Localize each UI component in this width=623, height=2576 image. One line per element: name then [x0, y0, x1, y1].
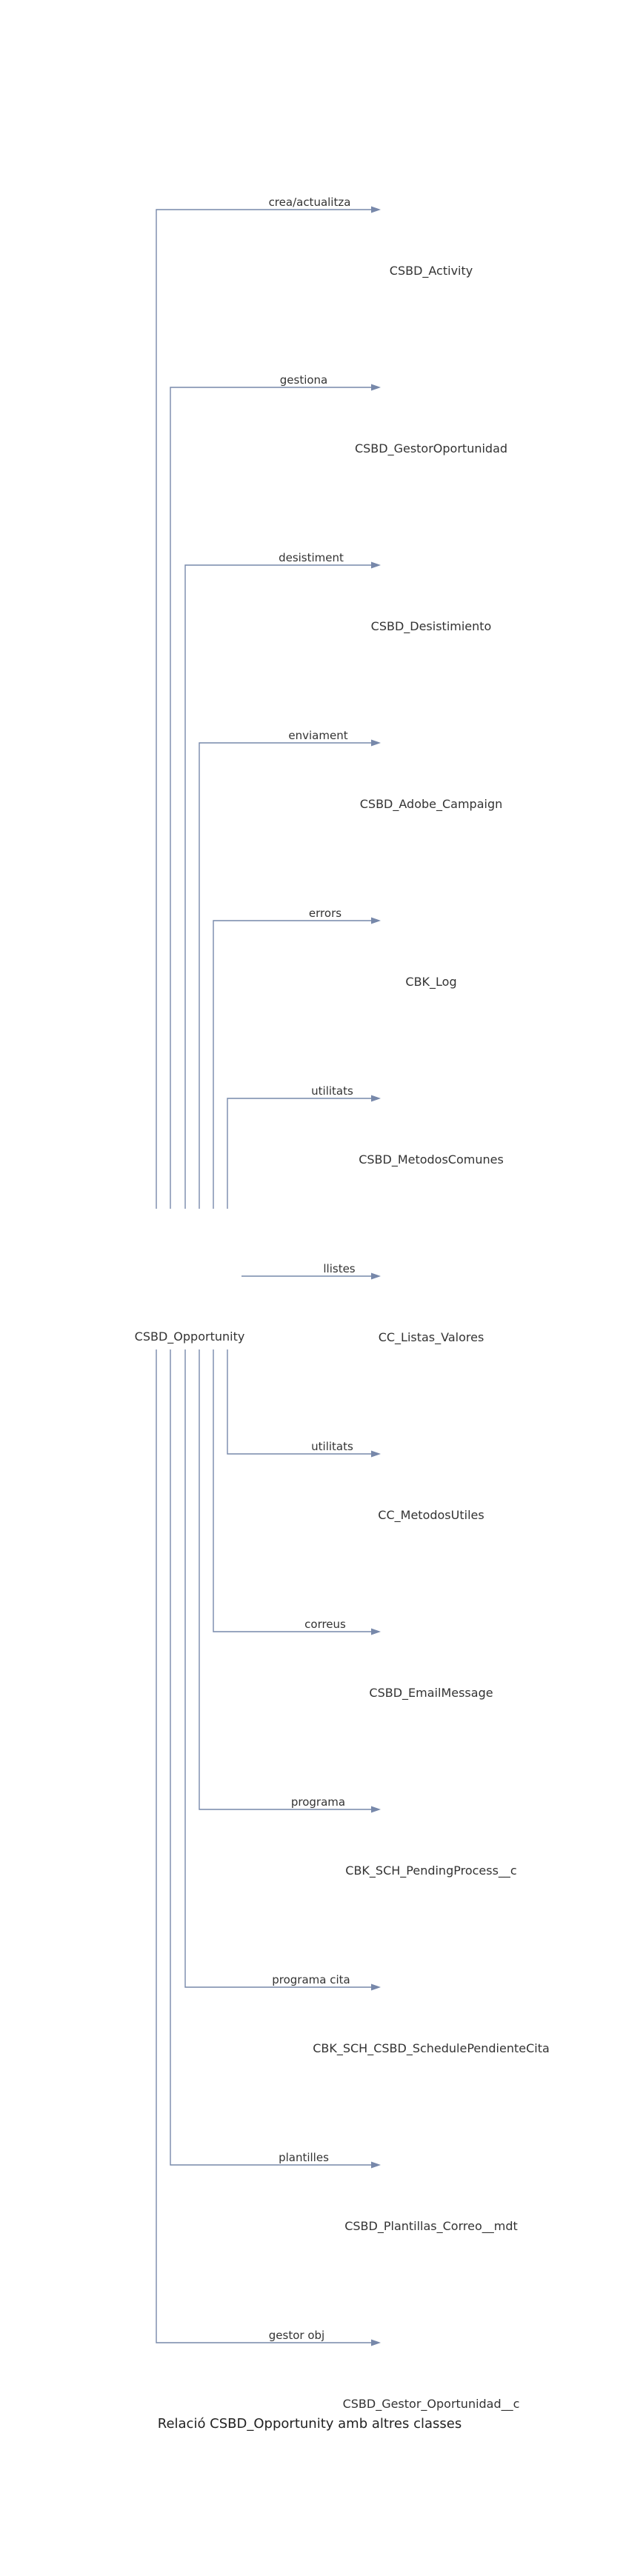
relation-connector	[213, 920, 372, 1209]
relation-label: desistiment	[279, 551, 344, 564]
relation-connector	[227, 1349, 372, 1455]
relation-label: llistes	[323, 1262, 355, 1275]
arrowhead	[371, 206, 381, 213]
target-class-label: CSBD_Adobe_Campaign	[360, 797, 503, 812]
arrowhead	[371, 739, 381, 747]
target-class-label: CBK_SCH_CSBD_SchedulePendienteCita	[313, 2041, 550, 2056]
relation-label: gestiona	[280, 373, 328, 387]
relation-label: programa cita	[272, 1973, 350, 1986]
target-class-label: CSBD_GestorOportunidad	[355, 441, 507, 456]
relation-connector	[213, 1349, 372, 1632]
relation-label: enviament	[288, 729, 347, 742]
target-class-label: CC_Listas_Valores	[379, 1330, 484, 1345]
arrowhead	[371, 1272, 381, 1280]
arrowhead	[371, 561, 381, 569]
relation-label: gestor obj	[269, 2329, 324, 2342]
relation-connector	[170, 1349, 372, 2166]
arrowhead	[371, 2339, 381, 2346]
arrowhead	[371, 384, 381, 391]
arrowhead	[371, 1806, 381, 1813]
relation-label: programa	[291, 1795, 345, 1809]
relation-connector	[156, 1349, 372, 2343]
arrowhead	[371, 1983, 381, 1991]
relation-connector	[156, 209, 372, 1209]
target-class-label: CSBD_EmailMessage	[369, 1686, 493, 1701]
target-class-label: CBK_Log	[405, 975, 456, 990]
source-node-label: CSBD_Opportunity	[135, 1329, 245, 1344]
relation-label: errors	[309, 907, 342, 920]
target-class-label: CBK_SCH_PendingProcess__c	[345, 1863, 516, 1878]
target-class-label: CSBD_Plantillas_Correo__mdt	[344, 2219, 518, 2234]
target-class-label: CSBD_Gestor_Oportunidad__c	[343, 2397, 520, 2412]
target-class-label: CSBD_MetodosComunes	[359, 1152, 504, 1167]
arrowhead	[371, 917, 381, 924]
connector-lines	[156, 206, 381, 2346]
target-class-label: CC_MetodosUtiles	[378, 1508, 484, 1523]
arrowhead	[371, 1095, 381, 1102]
relation-label: correus	[304, 1618, 346, 1631]
diagram-caption: Relació CSBD_Opportunity amb altres clas…	[158, 2416, 462, 2432]
relation-label: utilitats	[311, 1084, 353, 1098]
relation-connector	[184, 1349, 372, 1988]
target-class-label: CSBD_Desistimiento	[371, 619, 492, 634]
target-class-label: CSBD_Activity	[390, 264, 473, 278]
arrowhead	[371, 1450, 381, 1458]
arrowhead	[371, 2161, 381, 2169]
relation-connector	[227, 1098, 372, 1209]
relation-connector	[199, 742, 372, 1209]
arrowhead	[371, 1628, 381, 1635]
relation-label: plantilles	[279, 2151, 329, 2164]
relation-label: utilitats	[311, 1440, 353, 1453]
relation-label: crea/actualitza	[269, 196, 351, 209]
relation-connector	[184, 564, 372, 1209]
relation-connector	[199, 1349, 372, 1810]
relation-connector	[170, 387, 372, 1209]
